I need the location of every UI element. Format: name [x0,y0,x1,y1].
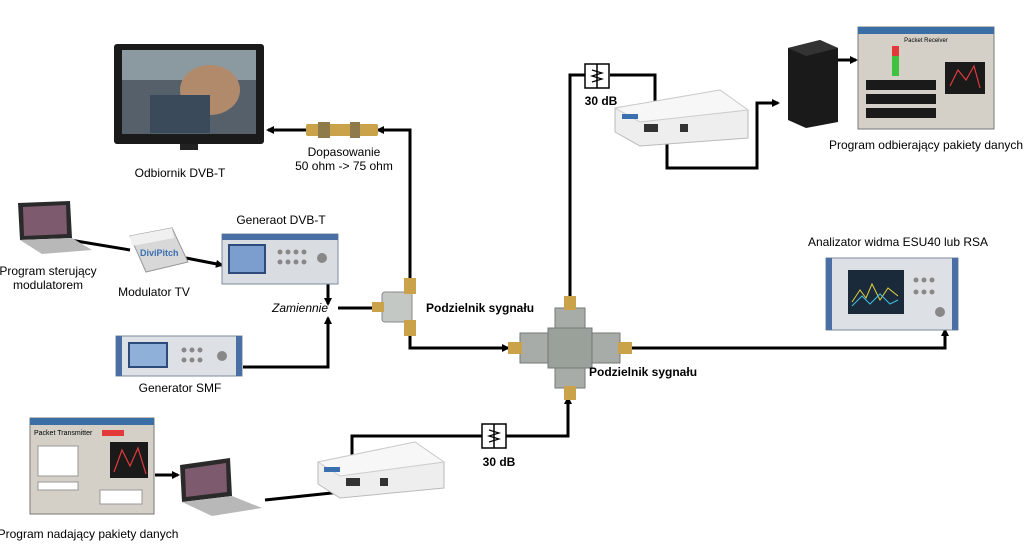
sdr-receiver-device [613,89,750,147]
cable-sdr-to-pc [665,99,780,170]
label-alternatively: Zamiennie [271,301,328,315]
label-program-ctrl-line1: Program sterujący [0,264,97,278]
label-modulator: Modulator TV [118,285,190,299]
label-matching-line2: 50 ohm -> 75 ohm [295,159,393,173]
label-tv: Odbiornik DVB-T [135,166,226,180]
cable-att-bottom-to-splitter [505,396,572,438]
label-splitter-small: Podzielnik sygnału [426,301,534,315]
label-generator-dvbt: Generaot DVB-T [236,213,326,227]
laptop-tx [180,458,262,516]
label-splitter-big: Podzielnik sygnału [589,365,697,379]
cable-modulator-to-generator [185,256,224,268]
rx-program-window: Packet Receiver Program odbierający paki… [829,26,1023,152]
pc-tower [788,40,838,128]
attenuator-bottom: 30 dB [481,423,516,469]
attenuator-top: 30 dB [584,63,618,108]
label-matching-line1: Dopasowanie [308,145,381,159]
cable-att-top-to-sdr [610,73,659,110]
label-attenuator-bottom: 30 dB [483,455,516,469]
sdr-transmitter-device [316,441,446,499]
label-generator-smf: Generator SMF [139,381,222,395]
tx-window-title: Packet Transmitter [34,430,93,437]
tx-program-window: Packet Transmitter Program nadający paki… [0,417,178,541]
label-analyzer: Analizator widma ESU40 lub RSA [808,235,988,249]
matching-adapter: Dopasowanie 50 ohm -> 75 ohm [295,122,393,173]
label-program-tx: Program nadający pakiety danych [0,527,178,541]
modulator-device: DiviPitch Modulator TV [118,227,190,299]
modulator-brand: DiviPitch [140,248,179,258]
cable-to-matching [376,126,412,278]
generator-smf-device: Generator SMF [115,335,243,395]
cable-to-analyzer [620,328,949,350]
analyzer-device: Analizator widma ESU40 lub RSA [808,235,988,331]
label-attenuator-top: 30 dB [585,94,618,108]
splitter-small: Podzielnik sygnału [372,278,534,336]
tv-device: Odbiornik DVB-T [114,44,264,180]
cable-small-to-big-splitter [408,336,510,352]
laptop-control: Program sterujący modulatorem [0,201,97,292]
rx-window-title: Packet Receiver [904,38,948,44]
label-program-rx: Program odbierający pakiety danych [829,138,1023,152]
cable-sdr-to-att-bottom [350,434,484,462]
label-program-ctrl-line2: modulatorem [13,278,83,292]
cable-laptop-to-modulator [69,238,131,252]
generator-dvbt-device: Generaot DVB-T [221,213,339,285]
cable-big-to-att-top [568,73,585,298]
splitter-big: Podzielnik sygnału [508,296,697,400]
cable-smf-up [243,316,332,369]
